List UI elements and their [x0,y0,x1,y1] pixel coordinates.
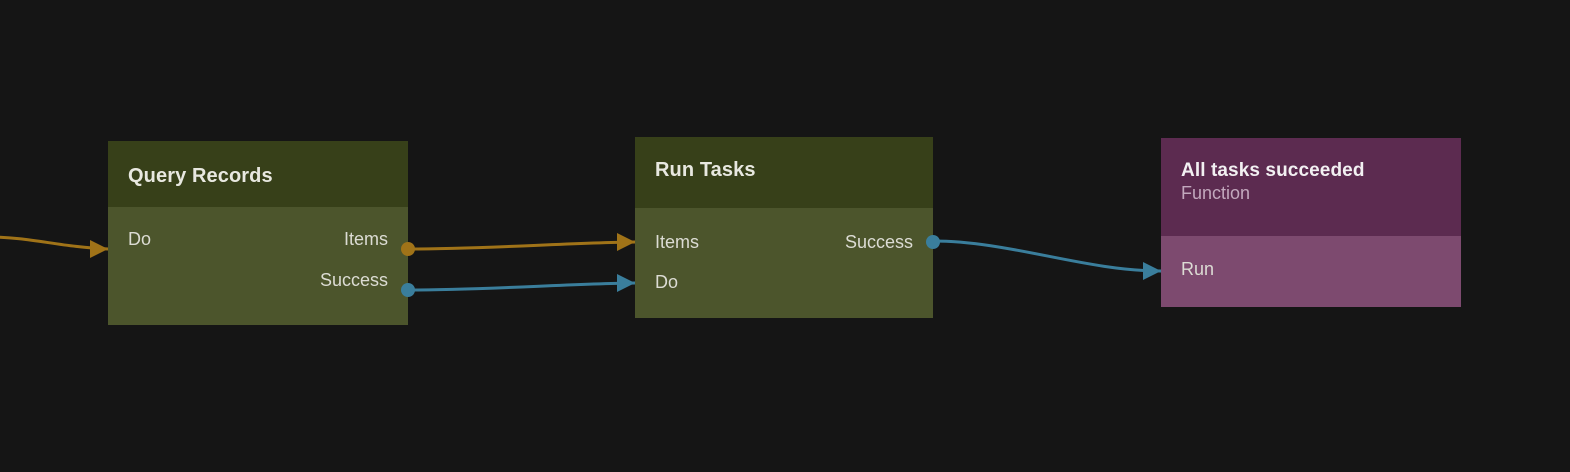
edge-offscreen-to-query-do[interactable] [0,235,110,251]
arrowhead-icon-query-do [90,240,108,258]
node-query-records[interactable]: Query Records Do Items Success [108,141,408,325]
input-port-run[interactable]: Run [1181,257,1214,281]
port-label: Success [844,232,913,252]
edge-run-success-to-alltasks-run[interactable] [931,239,1163,273]
node-run-tasks[interactable]: Run Tasks Items Do Success [635,137,933,318]
port-label: Run [1181,259,1215,279]
arrowhead-icon-run-items [617,233,635,251]
output-port-items[interactable]: Items [344,227,388,251]
node-header-all-tasks-succeeded[interactable]: All tasks succeeded Function [1161,138,1461,236]
port-dot-items-output[interactable] [401,242,415,256]
port-label: Do [655,272,679,292]
node-title: All tasks succeeded [1181,160,1365,181]
node-title: Run Tasks [655,159,756,181]
input-port-do[interactable]: Do [655,270,678,294]
node-body-all-tasks-succeeded: Run [1161,236,1461,307]
node-subtitle: Function [1181,183,1251,203]
arrowhead-icon-alltasks-run [1143,262,1161,280]
node-all-tasks-succeeded[interactable]: All tasks succeeded Function Run [1161,138,1461,307]
node-header-query-records[interactable]: Query Records [108,141,408,207]
port-label: Do [128,229,152,249]
arrowhead-icon-run-do [617,274,635,292]
port-dot-success-output[interactable] [401,283,415,297]
port-label: Success [319,270,388,290]
edge-query-items-to-run-items[interactable] [406,240,637,251]
output-port-success[interactable]: Success [845,230,913,254]
output-port-success[interactable]: Success [320,268,388,292]
node-header-run-tasks[interactable]: Run Tasks [635,137,933,208]
port-label: Items [655,232,700,252]
edge-query-success-to-run-do[interactable] [406,281,637,292]
node-body-run-tasks: Items Do Success [635,208,933,318]
input-port-do[interactable]: Do [128,227,151,251]
port-label: Items [343,229,388,249]
input-port-items[interactable]: Items [655,230,699,254]
port-dot-success-output[interactable] [926,235,940,249]
node-title: Query Records [128,165,273,187]
node-body-query-records: Do Items Success [108,207,408,325]
